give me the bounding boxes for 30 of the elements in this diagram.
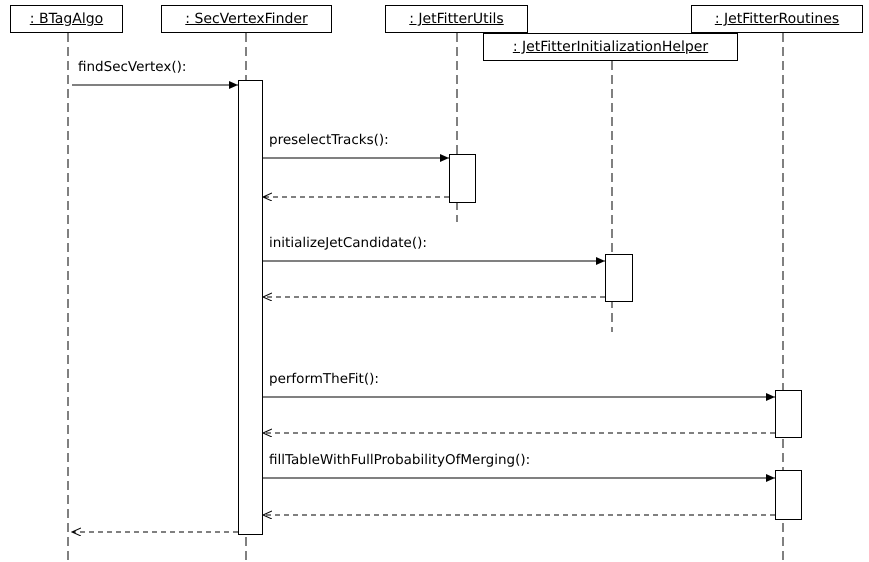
activation-bar [605, 254, 633, 302]
message-label: performTheFit(): [269, 371, 379, 388]
return-arrow [72, 528, 238, 536]
object-name: : BTagAlgo [30, 11, 104, 27]
message-arrow [72, 81, 238, 89]
object-name: : JetFitterUtils [409, 11, 504, 27]
return-arrow [262, 192, 450, 202]
object-name: : JetFitterRoutines [714, 11, 840, 27]
return-arrow [262, 292, 606, 302]
message-arrow [262, 393, 776, 401]
activation-bar [775, 390, 802, 438]
message-label: findSecVertex(): [78, 59, 186, 76]
lifeline-head [10, 5, 123, 33]
message-arrow [262, 154, 450, 162]
return-arrow [262, 510, 776, 520]
message-label: preselectTracks(): [269, 132, 389, 148]
object-name: : JetFitterInitializationHelper [512, 39, 708, 55]
lifeline-head [161, 5, 332, 33]
message-label: initializeJetCandidate(): [269, 235, 427, 252]
activation-bar [775, 470, 802, 520]
message-label: fillTableWithFullProbabilityOfMerging(): [269, 452, 530, 468]
lifeline-head [483, 33, 738, 61]
return-arrow [262, 428, 776, 438]
lifeline-head [691, 5, 863, 33]
activation-bar [238, 80, 263, 535]
lifeline-head [385, 5, 528, 33]
message-arrow [262, 257, 606, 265]
activation-bar [449, 154, 476, 203]
message-arrow [262, 474, 776, 482]
object-name: : SecVertexFinder [185, 11, 308, 27]
